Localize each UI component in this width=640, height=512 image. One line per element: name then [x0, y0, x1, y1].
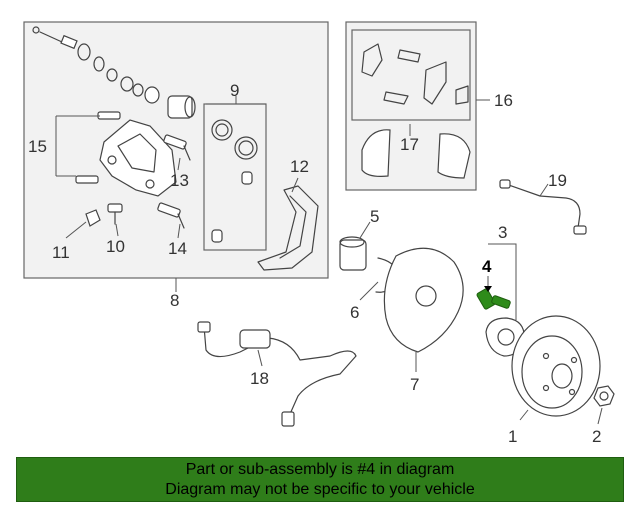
- dust-shield-hole: [415, 285, 437, 307]
- leader-4-arrow: [484, 286, 492, 292]
- pad-hardware-box: [351, 29, 471, 121]
- hub-nut: [593, 385, 615, 407]
- callout-1[interactable]: 1: [508, 427, 517, 446]
- dust-shield: [383, 247, 464, 353]
- banner-line-2: Diagram may not be specific to your vehi…: [165, 481, 475, 498]
- callout-15[interactable]: 15: [28, 137, 47, 156]
- abs-sensor-wire: [203, 325, 357, 415]
- callout-12[interactable]: 12: [290, 157, 309, 176]
- callout-2[interactable]: 2: [592, 427, 601, 446]
- brake-hose: [505, 183, 581, 229]
- caliper-small-parts: [85, 134, 191, 229]
- abs-sensor-connector: [197, 321, 211, 333]
- callout-19[interactable]: 19: [548, 171, 567, 190]
- callout-4[interactable]: 4: [482, 257, 492, 276]
- info-banner: Part or sub-assembly is #4 in diagram Di…: [16, 457, 624, 502]
- callout-14[interactable]: 14: [168, 239, 187, 258]
- abs-sensor-clip: [239, 329, 271, 349]
- callout-17[interactable]: 17: [400, 135, 419, 154]
- callout-13[interactable]: 13: [170, 171, 189, 190]
- hose-fitting-bottom: [573, 225, 587, 235]
- wheel-bearing: [339, 236, 367, 271]
- brake-rotor: [511, 315, 601, 417]
- pad-hardware: [361, 43, 469, 105]
- callout-5[interactable]: 5: [370, 207, 379, 226]
- leader-3: [488, 243, 517, 320]
- hose-fitting-top: [499, 179, 511, 189]
- callout-18[interactable]: 18: [250, 369, 269, 388]
- abs-sensor-head: [281, 411, 295, 427]
- callout-6[interactable]: 6: [350, 303, 359, 322]
- callout-11[interactable]: 11: [52, 243, 70, 262]
- seal-kit-parts: [211, 119, 258, 243]
- callout-7[interactable]: 7: [410, 375, 419, 394]
- callout-10[interactable]: 10: [106, 237, 125, 256]
- piston-seal-stack: [32, 26, 196, 119]
- hub-bolt-highlighted: [476, 288, 511, 310]
- caliper-body: [75, 111, 177, 197]
- pad-support-spring: [257, 185, 319, 271]
- callout-9[interactable]: 9: [230, 81, 239, 100]
- brake-pads: [361, 129, 471, 179]
- callout-16[interactable]: 16: [494, 91, 513, 110]
- callout-3[interactable]: 3: [498, 223, 507, 242]
- banner-line-1: Part or sub-assembly is #4 in diagram: [185, 461, 455, 478]
- caliper-assembly-panel: [23, 21, 329, 279]
- leader-lines: [55, 96, 603, 425]
- callout-8[interactable]: 8: [170, 291, 179, 310]
